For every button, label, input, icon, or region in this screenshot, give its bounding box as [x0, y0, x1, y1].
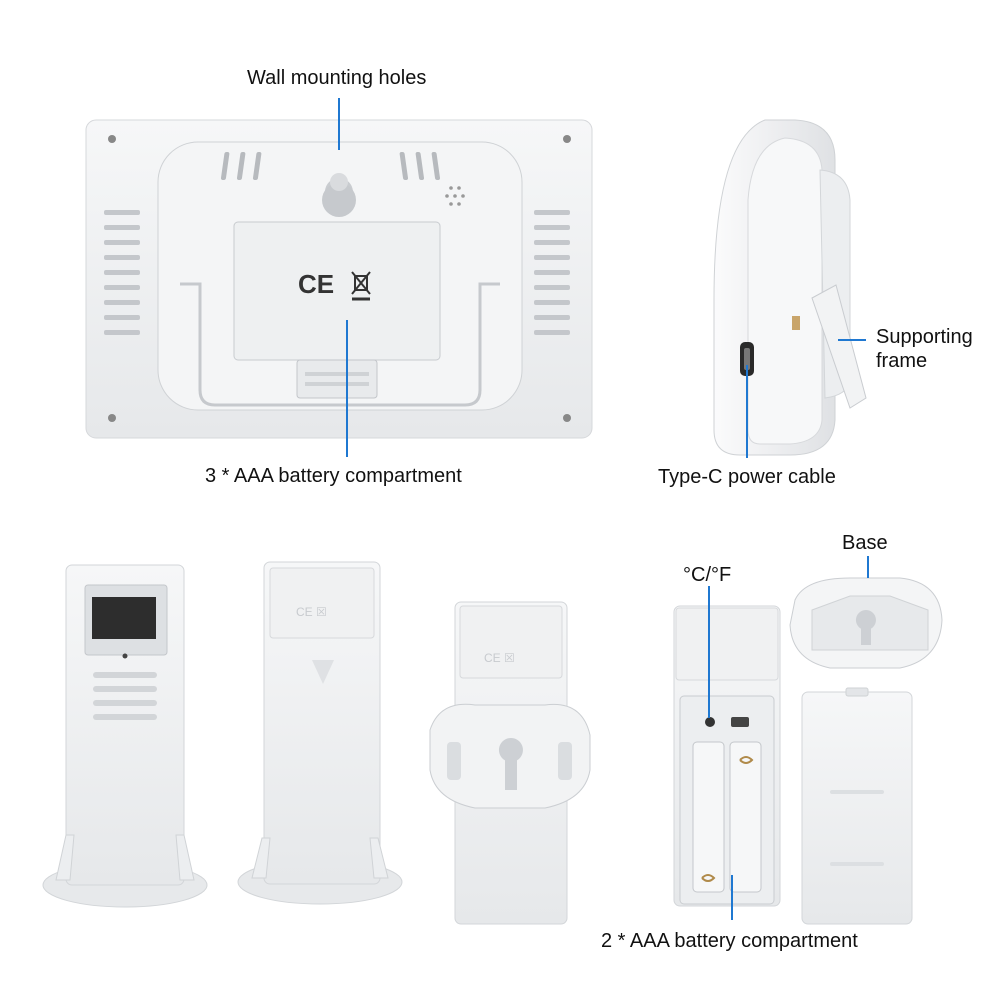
label-supporting-frame: Supporting frame [876, 325, 996, 373]
main-unit-back-view: CE [85, 119, 593, 439]
screw-icon [563, 135, 571, 143]
label-wall-mounting-holes: Wall mounting holes [247, 67, 427, 89]
side-vent-right [534, 210, 570, 335]
sensor-back-view: CE ☒ [237, 561, 403, 905]
sensor-battery-cover-part [801, 687, 913, 925]
sensor-base-part [789, 577, 943, 669]
sensor-front-view [42, 564, 208, 908]
main-unit-side-view [713, 119, 867, 456]
label-supporting-frame-line1: Supporting [876, 326, 973, 348]
side-vent-left [104, 210, 140, 335]
leader-lines [338, 98, 869, 920]
battery-slot [729, 741, 762, 893]
label-temp-unit-switch: °C/°F [683, 564, 732, 586]
svg-text:CE ☒: CE ☒ [296, 605, 327, 619]
label-type-c-power-cable: Type-C power cable [658, 466, 836, 488]
label-base: Base [842, 532, 888, 554]
label-2aaa-battery-compartment: 2 * AAA battery compartment [601, 930, 858, 952]
label-supporting-frame-line2: frame [876, 350, 928, 372]
battery-slot [692, 741, 725, 893]
top-vent-slots [220, 152, 441, 180]
temp-unit-button-icon [705, 717, 715, 727]
speaker-holes-icon [445, 186, 465, 206]
supporting-stand [811, 284, 867, 409]
sensor-open-battery-view [673, 605, 781, 907]
screw-icon [108, 414, 116, 422]
sensor-with-wall-base: CE ☒ [429, 601, 591, 925]
label-3aaa-battery-compartment: 3 * AAA battery compartment [205, 465, 462, 487]
ce-mark-icon: CE [298, 269, 334, 299]
weee-bin-icon [351, 271, 371, 301]
keyhole-icon [855, 610, 876, 645]
svg-text:CE: CE [298, 269, 334, 299]
screw-icon [108, 135, 116, 143]
screw-icon [563, 414, 571, 422]
battery-cover [233, 221, 441, 361]
svg-text:CE ☒: CE ☒ [484, 651, 515, 665]
lcd-screen-icon [92, 597, 156, 639]
battery-latch [296, 359, 378, 399]
keyhole-icon [498, 738, 523, 790]
